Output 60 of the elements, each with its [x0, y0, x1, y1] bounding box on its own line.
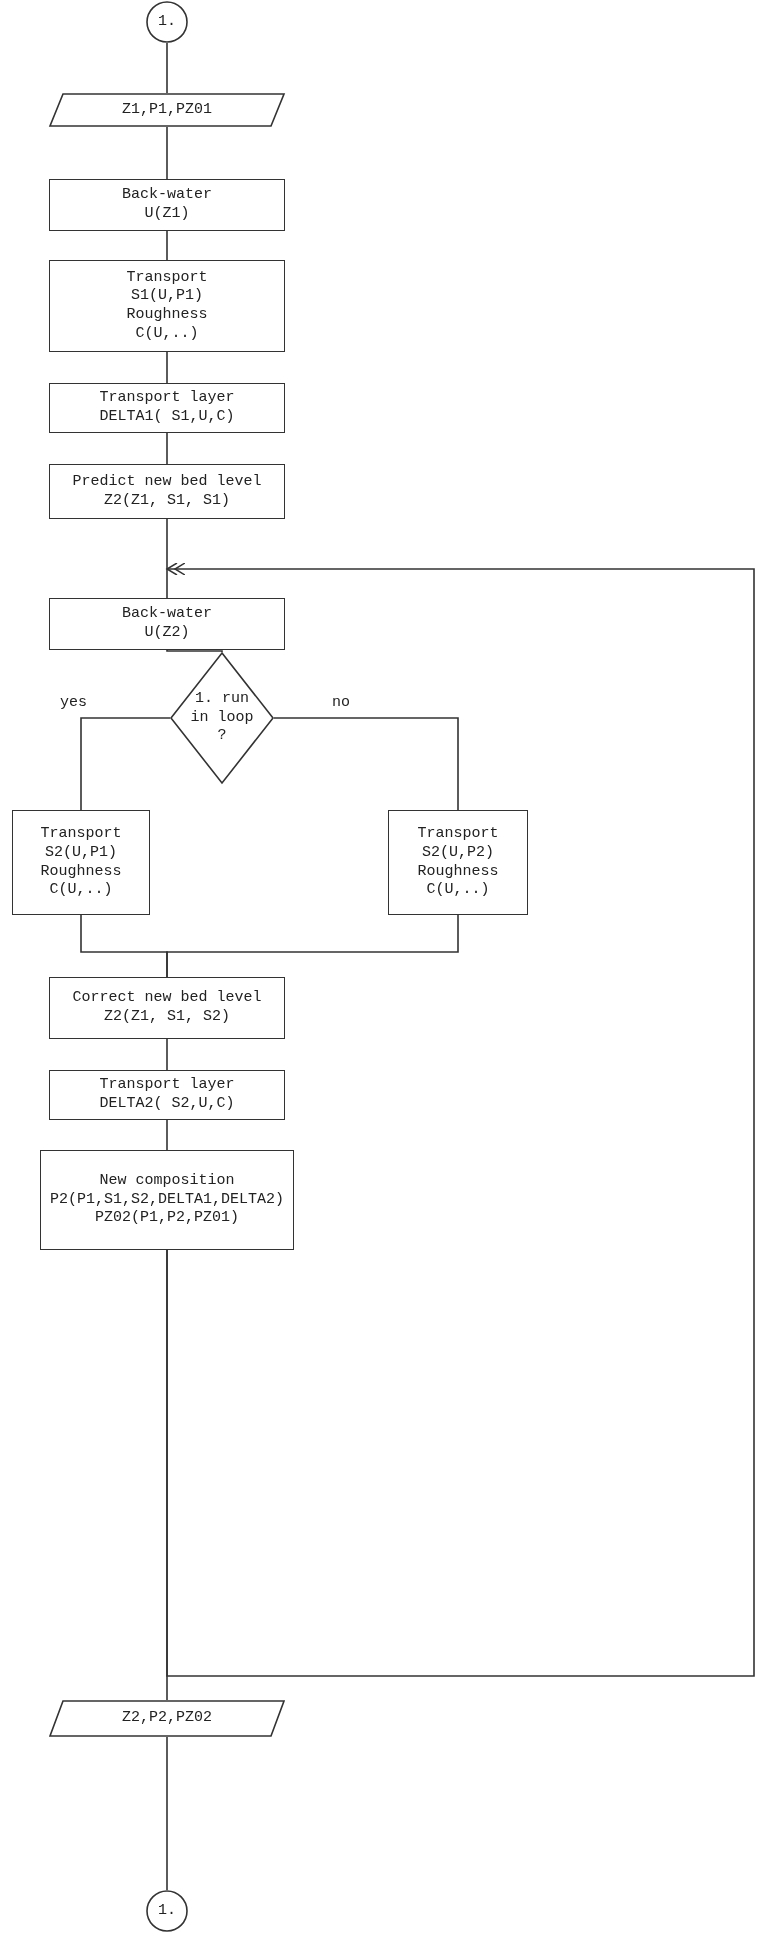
- node-text: Back-water: [122, 186, 212, 205]
- connector-line: [166, 649, 223, 653]
- node-text: Z2,P2,PZ02: [122, 1709, 212, 1728]
- node-text: 1.: [158, 1901, 176, 1921]
- node-text: C(U,..): [135, 324, 199, 344]
- node-text: Roughness: [40, 862, 122, 882]
- process-box: [49, 1070, 285, 1120]
- node-text: Roughness: [126, 306, 208, 325]
- node-text: C(U,..): [426, 881, 490, 900]
- node-text: Roughness: [417, 862, 499, 882]
- node-text: S1(U,P1): [131, 287, 203, 306]
- node-text: Transport: [40, 825, 122, 844]
- connector-line: [166, 1119, 168, 1151]
- connector-line: [166, 432, 168, 465]
- decision-diamond: [170, 652, 274, 784]
- node-text: Predict new bed level: [72, 472, 262, 492]
- process-box: [49, 260, 285, 352]
- process-box: [12, 810, 150, 915]
- connector-line: [80, 717, 171, 811]
- connector-line: [166, 42, 168, 94]
- node-text: Back-water: [122, 605, 212, 624]
- data-parallelogram: [49, 93, 285, 127]
- node-text: Transport layer: [99, 1076, 235, 1095]
- process-box: [49, 179, 285, 231]
- node-text: S2(U,P2): [422, 843, 494, 863]
- connector-circle: [146, 1890, 188, 1932]
- process-box: [49, 383, 285, 433]
- process-box: [49, 598, 285, 650]
- node-text: PZ02(P1,P2,PZ01): [95, 1209, 239, 1229]
- connector-line: [166, 230, 168, 261]
- process-box: [388, 810, 528, 915]
- node-text: Z2(Z1, S1, S1): [104, 491, 230, 511]
- connector-circle: [146, 1, 188, 43]
- connector-line: [166, 914, 459, 978]
- connector-line: [166, 351, 168, 384]
- node-text: Transport: [417, 825, 499, 844]
- connector-line: [166, 1736, 168, 1891]
- process-box: [49, 977, 285, 1039]
- node-text: Transport layer: [99, 389, 235, 408]
- node-text: C(U,..): [49, 881, 113, 900]
- node-text: DELTA2( S2,U,C): [99, 1095, 235, 1114]
- node-text: DELTA1( S1,U,C): [99, 408, 235, 427]
- node-text: 1.: [158, 12, 176, 32]
- node-text: Correct new bed level: [72, 989, 262, 1008]
- node-text: New composition: [99, 1171, 235, 1191]
- node-text: U(Z2): [144, 624, 190, 643]
- node-text: P2(P1,S1,S2,DELTA1,DELTA2): [49, 1190, 284, 1210]
- data-parallelogram: [49, 1700, 285, 1737]
- node-text: Z1,P1,PZ01: [122, 100, 212, 120]
- node-text: Z2(Z1, S1, S2): [104, 1008, 230, 1027]
- node-text: S2(U,P1): [45, 843, 117, 863]
- connector-line: [273, 717, 459, 811]
- node-text: Transport: [126, 268, 208, 288]
- process-box: [49, 464, 285, 519]
- node-text: 1. run in loop ?: [190, 689, 254, 747]
- connector-line: [166, 518, 168, 599]
- process-box: [40, 1150, 294, 1250]
- connector-line: [166, 1038, 168, 1071]
- node-text: U(Z1): [144, 205, 190, 224]
- connector-line: [166, 126, 168, 180]
